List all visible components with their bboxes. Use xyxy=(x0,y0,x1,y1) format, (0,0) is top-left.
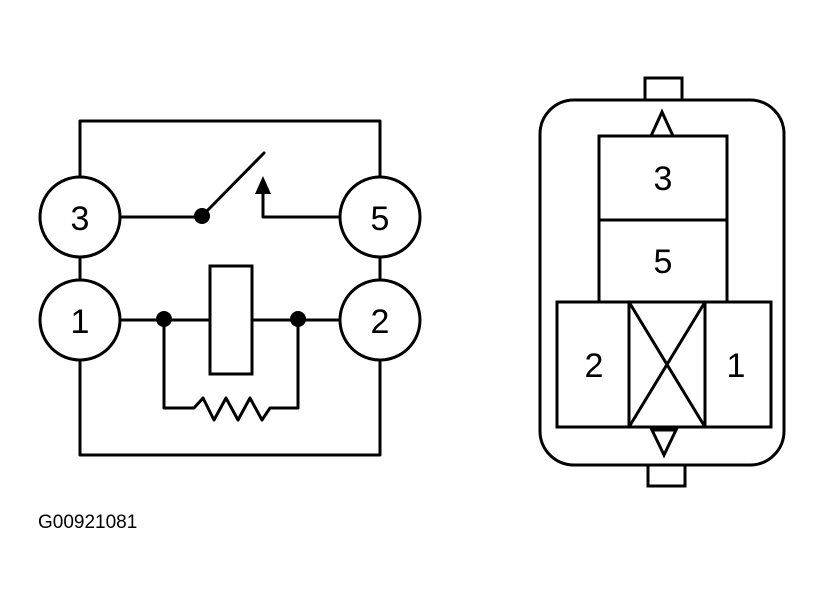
svg-text:1: 1 xyxy=(71,303,90,341)
terminal-3: 3 xyxy=(38,175,122,259)
svg-text:3: 3 xyxy=(71,200,90,238)
svg-text:5: 5 xyxy=(654,243,673,281)
cavity-1: 1 xyxy=(703,300,773,429)
switch-contact-arrow xyxy=(255,176,271,194)
svg-text:1: 1 xyxy=(727,347,746,385)
bottom-arrow xyxy=(649,428,679,459)
terminal-5: 5 xyxy=(338,175,422,259)
figure-id: G00921081 xyxy=(38,512,138,533)
resistor-branch xyxy=(162,317,300,422)
switch-contact-wire xyxy=(261,184,340,219)
terminal-1: 1 xyxy=(38,278,122,362)
relay-coil xyxy=(208,264,254,376)
svg-text:2: 2 xyxy=(371,303,390,341)
relay-schematic: 3 5 1 2 xyxy=(38,119,422,457)
switch-blade xyxy=(200,151,266,218)
terminal-2: 2 xyxy=(338,278,422,362)
blocked-cavity xyxy=(627,300,707,429)
top-wire xyxy=(78,119,382,184)
svg-text:2: 2 xyxy=(585,347,604,385)
cavity-5: 5 xyxy=(597,218,729,304)
cavity-3: 3 xyxy=(597,134,729,222)
svg-text:3: 3 xyxy=(654,160,673,198)
bottom-wire xyxy=(78,353,382,457)
svg-text:5: 5 xyxy=(371,200,390,238)
top-tab xyxy=(643,76,684,104)
cavity-2: 2 xyxy=(555,300,631,429)
connector-view: 3 5 2 1 xyxy=(538,76,786,488)
